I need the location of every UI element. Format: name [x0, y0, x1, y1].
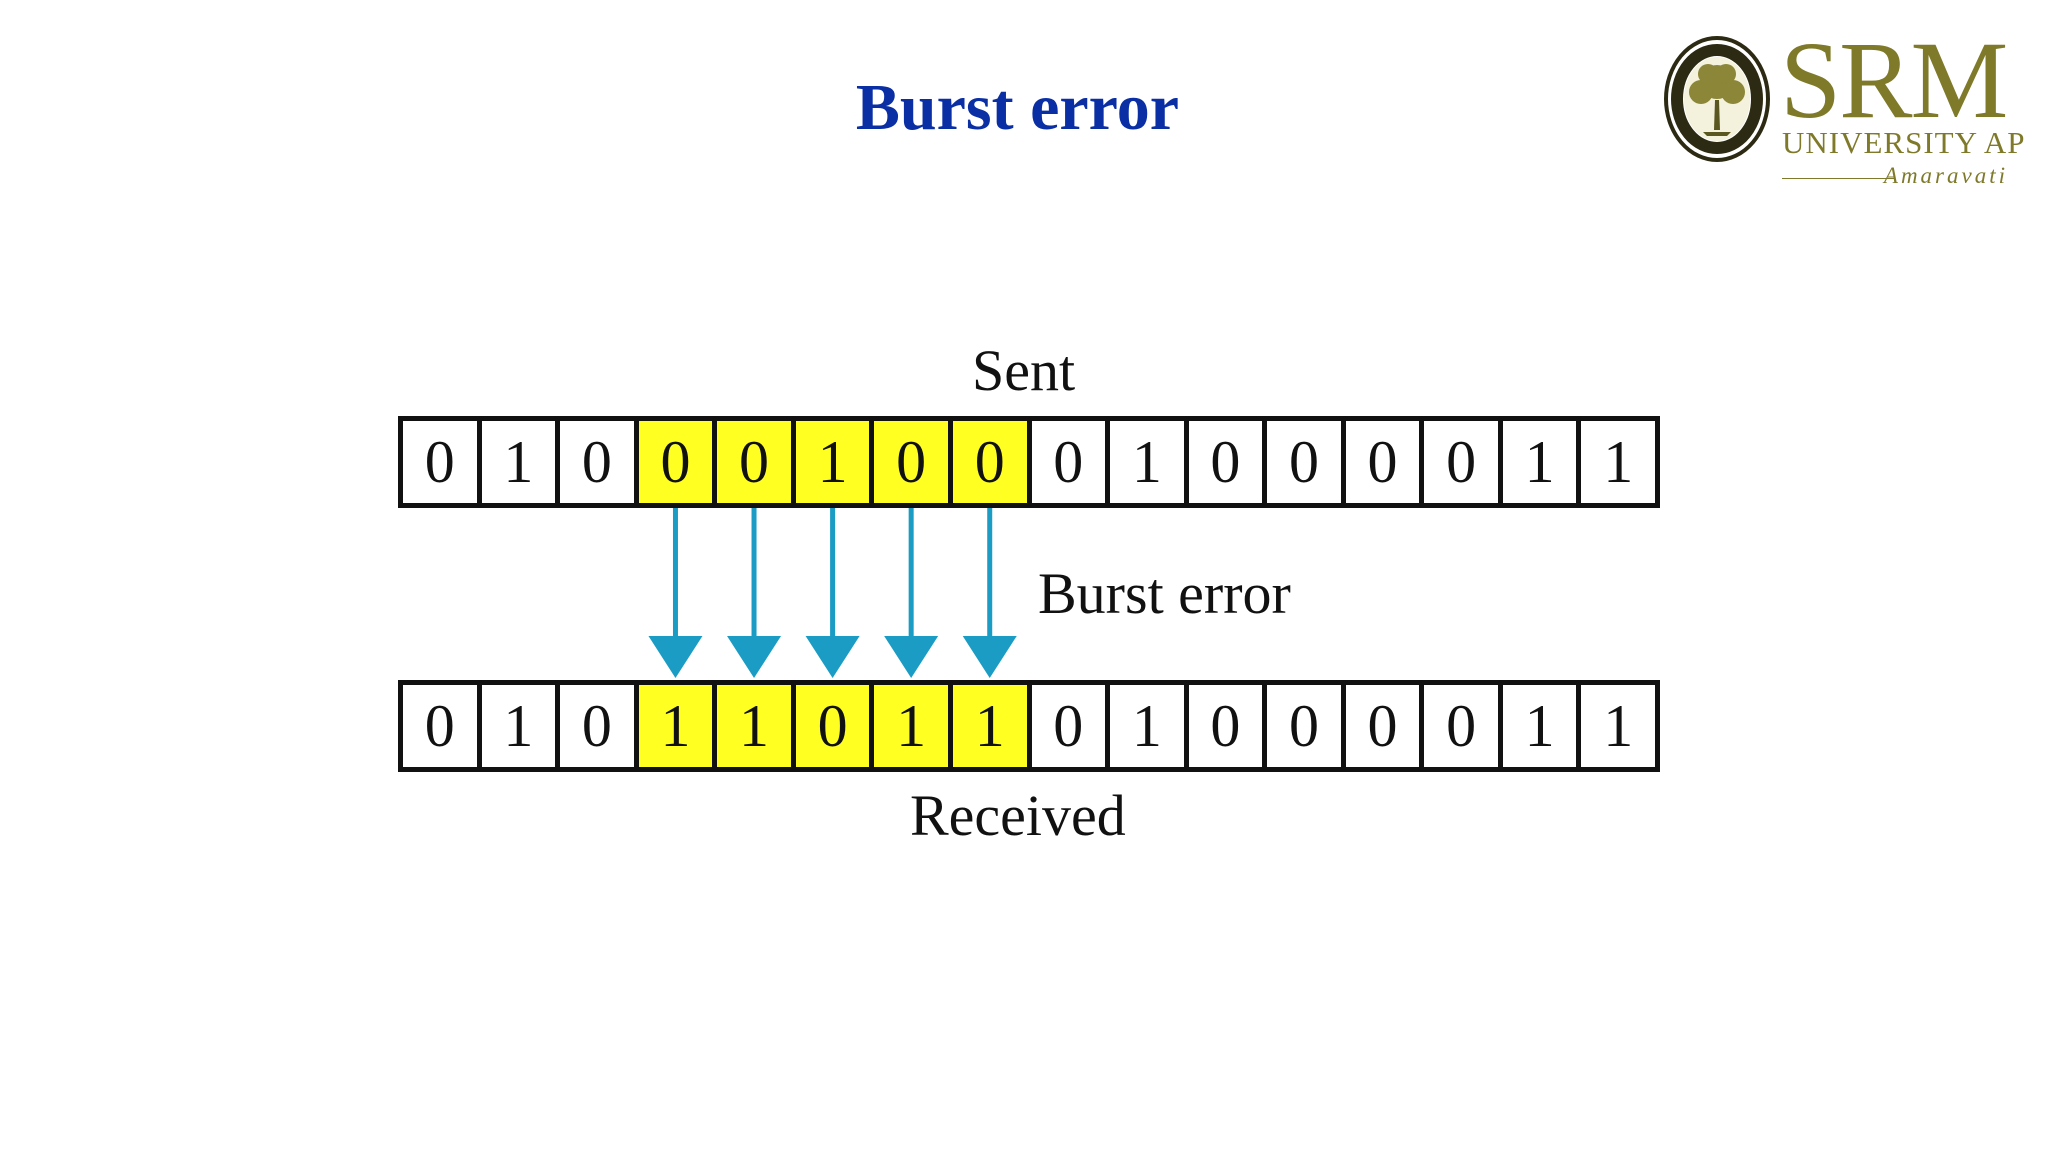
burst-arrow-head	[962, 636, 1017, 678]
slide-title: Burst error	[855, 71, 1180, 144]
logo-brand-text: SRM	[1780, 19, 2008, 141]
received-bit-cell: 0	[403, 685, 477, 767]
university-logo: SRM UNIVERSITY AP Amaravati	[1663, 19, 2025, 195]
logo-location: Amaravati	[1883, 163, 2008, 188]
burst-error-label: Burst error	[1038, 561, 1291, 626]
received-bit-cell: 1	[638, 685, 713, 767]
sent-bit-cell: 0	[1188, 421, 1263, 503]
burst-arrow-head	[727, 636, 782, 678]
received-bit-cell: 0	[795, 685, 870, 767]
burst-arrow-head	[805, 636, 860, 678]
sent-bit-cell: 0	[638, 421, 713, 503]
sent-bit-cell: 0	[403, 421, 477, 503]
sent-label: Sent	[972, 338, 1076, 403]
sent-bit-cell: 0	[717, 421, 791, 503]
received-bit-cell: 1	[1110, 685, 1184, 767]
received-bit-cell: 0	[1031, 685, 1106, 767]
received-bit-cell: 0	[1188, 685, 1263, 767]
sent-bit-cell: 0	[1345, 421, 1420, 503]
received-bit-cell: 0	[1345, 685, 1420, 767]
sent-bit-cell: 0	[560, 421, 634, 503]
sent-bit-cell: 0	[952, 421, 1027, 503]
sent-bit-cell: 1	[481, 421, 556, 503]
sent-bit-cell: 1	[1581, 421, 1655, 503]
logo-subtitle: UNIVERSITY AP	[1782, 125, 2026, 160]
sent-bit-cell: 0	[1267, 421, 1341, 503]
tree-seal-icon	[1664, 36, 1770, 162]
burst-arrow-head	[648, 636, 703, 678]
received-bit-cell: 0	[1267, 685, 1341, 767]
received-bit-cell: 1	[1581, 685, 1655, 767]
received-bit-cell: 1	[717, 685, 791, 767]
sent-bit-cell: 1	[795, 421, 870, 503]
sent-bit-cell: 1	[1502, 421, 1577, 503]
received-label: Received	[910, 783, 1126, 848]
sent-bit-cell: 0	[874, 421, 948, 503]
received-bit-cell: 1	[1502, 685, 1577, 767]
received-bit-cell: 0	[560, 685, 634, 767]
received-bit-cell: 0	[1424, 685, 1498, 767]
sent-bit-cell: 0	[1031, 421, 1106, 503]
sent-bit-cell: 1	[1110, 421, 1184, 503]
burst-arrow-head	[884, 636, 939, 678]
received-bit-cell: 1	[952, 685, 1027, 767]
received-bit-cell: 1	[481, 685, 556, 767]
logo-divider	[1782, 178, 1894, 179]
received-bit-cell: 1	[874, 685, 948, 767]
sent-bit-cell: 0	[1424, 421, 1498, 503]
